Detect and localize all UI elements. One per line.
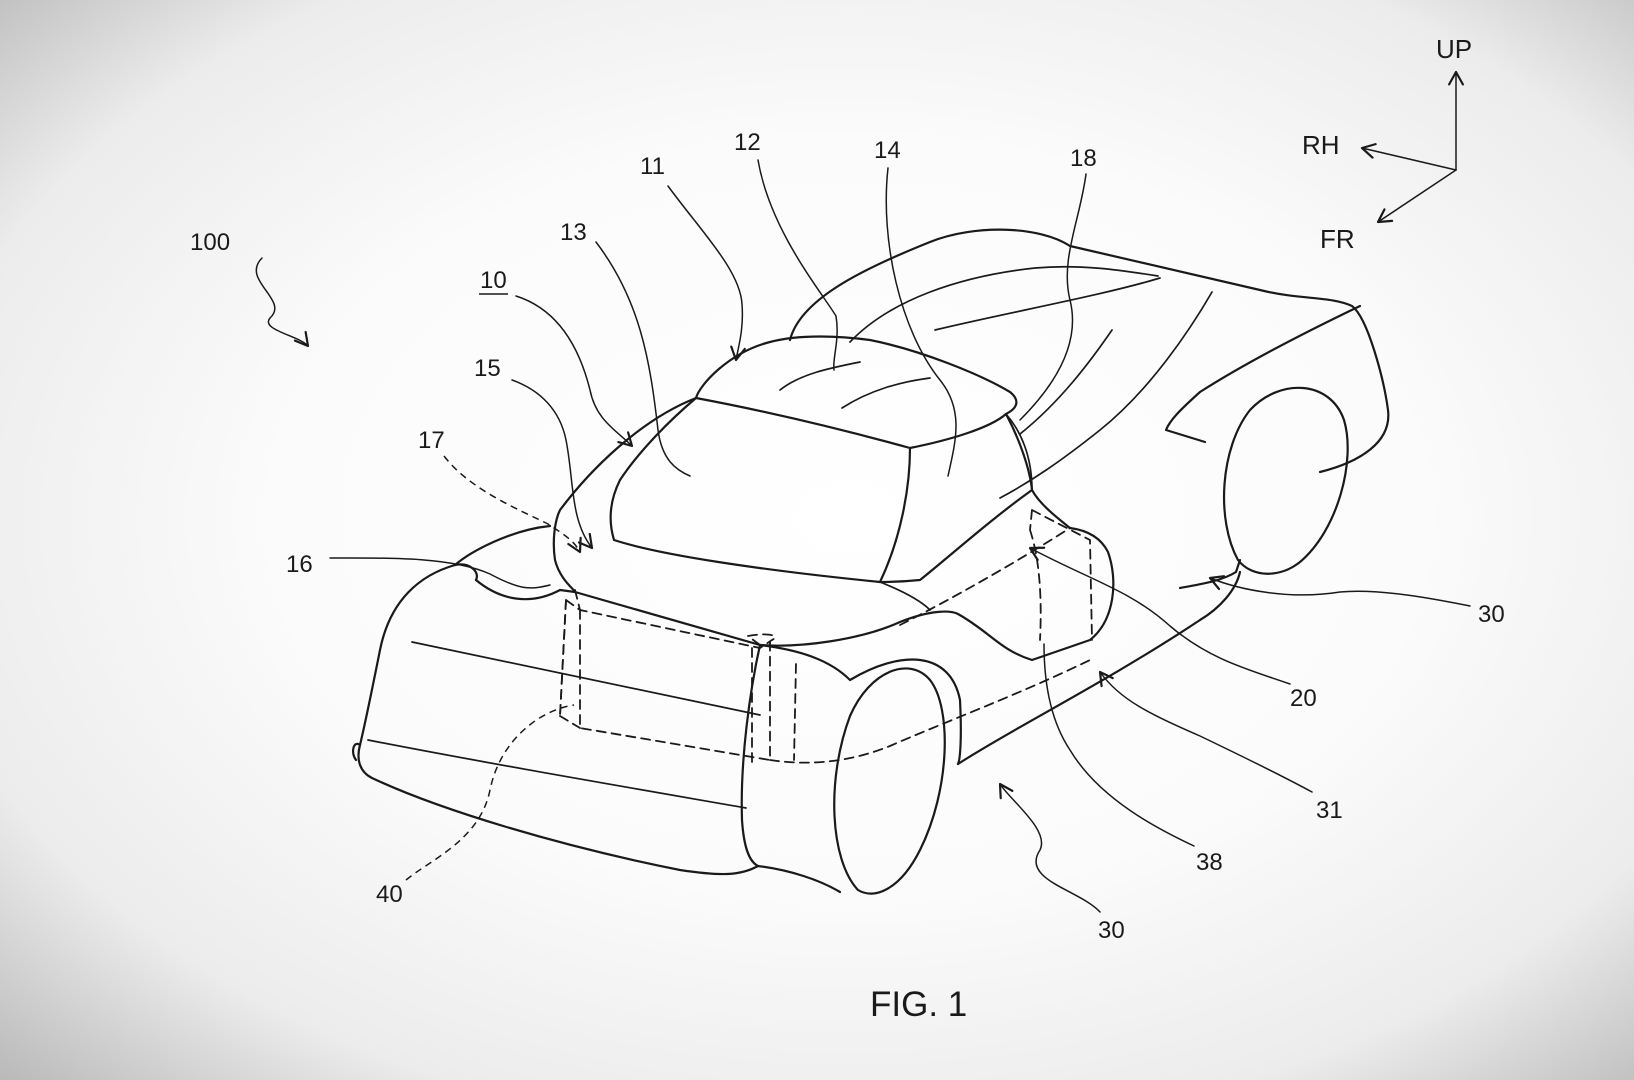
leader-38 — [1043, 643, 1195, 847]
leader-15 — [511, 379, 594, 550]
roof-crease-1 — [849, 265, 1159, 343]
hood-center-line — [879, 581, 931, 611]
front-compartment-box — [559, 599, 773, 762]
right-rear-wheel — [1223, 386, 1349, 575]
front-right-corner — [740, 643, 762, 868]
grille-lower-line — [367, 739, 747, 809]
front-compartment-top — [574, 589, 776, 646]
rear-side-lower — [1178, 558, 1242, 590]
label-13: 13 — [560, 219, 587, 246]
roof-front-edge — [694, 396, 912, 450]
fr-axis-arrow — [1376, 169, 1457, 224]
front-left-fender — [378, 563, 478, 652]
up-axis-label: UP — [1436, 34, 1472, 64]
side-member-hidden — [1029, 509, 1093, 641]
roof-line-b — [841, 377, 931, 409]
label-31: 31 — [1316, 797, 1343, 824]
right-post — [793, 663, 797, 761]
label-16: 16 — [286, 551, 313, 578]
leader-lines — [255, 159, 1471, 913]
leader-11 — [667, 185, 746, 362]
label-38: 38 — [1196, 849, 1223, 876]
side-sill-lower — [956, 570, 1242, 766]
direction-axes: UP RH FR — [1302, 34, 1472, 254]
leader-13 — [595, 241, 691, 477]
label-10: 10 — [480, 267, 507, 294]
leader-17 — [443, 455, 582, 554]
label-15: 15 — [474, 355, 501, 382]
leader-10 — [515, 295, 634, 448]
front-fascia-top — [474, 526, 1115, 662]
hood-crease — [1005, 413, 1033, 491]
leader-40 — [405, 704, 575, 881]
rh-axis-label: RH — [1302, 130, 1340, 160]
label-20: 20 — [1290, 685, 1317, 712]
leader-30-front — [998, 782, 1101, 913]
hidden-lines — [559, 509, 1093, 765]
body-side-line — [453, 524, 552, 567]
roof-line-a — [779, 361, 861, 391]
hood-outline — [552, 396, 698, 594]
grille-upper-line — [411, 641, 761, 716]
label-30-front: 30 — [1098, 917, 1125, 944]
front-wheel-arch — [756, 643, 962, 894]
label-30-right: 30 — [1478, 601, 1505, 628]
battery-floor-line — [769, 659, 1091, 764]
rear-fender-line — [1164, 304, 1362, 444]
leader-20 — [1028, 546, 1291, 685]
roof-crease-2 — [934, 277, 1161, 331]
rear-deck-line-2 — [1019, 329, 1113, 435]
leader-12 — [757, 159, 838, 371]
label-11: 11 — [640, 153, 665, 180]
leader-14 — [885, 167, 957, 477]
right-front-wheel — [833, 667, 946, 895]
leader-30-right — [1208, 575, 1471, 607]
leader-31 — [1098, 670, 1313, 793]
label-40: 40 — [376, 881, 403, 908]
fr-axis-label: FR — [1320, 224, 1355, 254]
rear-body-outline — [788, 228, 1390, 474]
car-body — [351, 228, 1390, 895]
label-12: 12 — [734, 129, 761, 156]
rh-axis-arrow — [1360, 143, 1457, 171]
cabin-roof — [694, 335, 1018, 416]
front-fascia — [357, 648, 760, 876]
reference-numerals: 100 10 11 12 13 14 15 16 17 18 20 30 31 … — [190, 129, 1505, 944]
label-17: 17 — [418, 427, 445, 454]
figure-caption: FIG. 1 — [870, 985, 967, 1024]
leader-100 — [255, 257, 310, 348]
rear-deck-line — [999, 291, 1213, 499]
leader-16 — [329, 557, 551, 589]
front-fascia-left-edge — [351, 742, 362, 762]
label-18: 18 — [1070, 145, 1097, 172]
leader-18 — [1019, 173, 1087, 421]
label-14: 14 — [874, 137, 901, 164]
label-100: 100 — [190, 229, 230, 256]
windshield — [609, 396, 912, 584]
side-member-top — [899, 527, 1071, 626]
side-window — [878, 412, 1034, 584]
left-post — [559, 599, 567, 717]
hood-right-edge — [1030, 488, 1072, 530]
